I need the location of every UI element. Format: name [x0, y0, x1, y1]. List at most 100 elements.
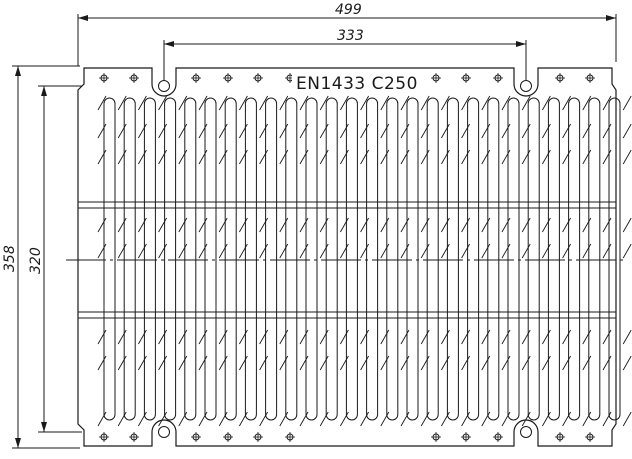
hatch-line: [239, 217, 248, 233]
hatch-line: [420, 411, 430, 427]
hatch-line: [178, 217, 188, 233]
hatch-line: [259, 149, 268, 165]
hatch-line: [299, 411, 309, 427]
dimension-inner-height: [38, 85, 82, 433]
hatch-line: [259, 243, 268, 259]
hatch-line: [542, 217, 551, 233]
hatch-line: [622, 217, 632, 233]
hatch-line: [299, 149, 309, 165]
hatch-line: [602, 243, 612, 259]
hatch-line: [239, 123, 248, 139]
hatch-line: [178, 243, 188, 259]
hatch-line: [279, 411, 289, 427]
hatch-line: [138, 123, 147, 139]
hatch-line: [259, 95, 268, 111]
hatch-line: [97, 217, 107, 233]
key-slot-holes: [158, 80, 532, 438]
hatch-line: [218, 411, 228, 427]
hatch-line: [198, 95, 208, 111]
hatch-line: [481, 123, 491, 139]
hatch-line: [259, 355, 268, 371]
hatch-line: [461, 355, 470, 371]
hatch-line: [340, 149, 349, 165]
hatch-line: [218, 329, 228, 345]
drainage-slot: [467, 97, 480, 421]
hatch-line: [562, 355, 571, 371]
hatch-line: [420, 123, 430, 139]
hatch-line: [360, 355, 369, 371]
hatch-line: [138, 95, 147, 111]
hatch-line: [420, 329, 430, 345]
hatch-line: [582, 329, 592, 345]
hatch-line: [319, 329, 329, 345]
hatch-line: [117, 411, 127, 427]
hatch-line: [461, 217, 470, 233]
drainage-slot: [184, 97, 197, 421]
hatch-line: [582, 217, 592, 233]
hatch-line: [380, 123, 390, 139]
drainage-slot: [123, 97, 136, 421]
hatch-line: [97, 95, 107, 111]
hatch-line: [279, 95, 289, 111]
hatch-line: [178, 329, 188, 345]
hatch-line: [158, 329, 167, 345]
drainage-slot: [204, 97, 217, 421]
hatch-line: [299, 217, 309, 233]
hatch-line: [441, 411, 450, 427]
hatch-line: [622, 123, 632, 139]
drainage-slot: [608, 97, 621, 421]
hatch-line: [239, 329, 248, 345]
hatch-line: [259, 329, 268, 345]
hatch-line: [622, 355, 632, 371]
hatch-line: [360, 217, 369, 233]
hatch-line: [198, 217, 208, 233]
hatch-line: [542, 243, 551, 259]
hatch-line: [542, 329, 551, 345]
hatch-line: [582, 149, 592, 165]
hatch-line: [582, 123, 592, 139]
dimension-slot-pitch: [163, 40, 527, 80]
hatch-line: [239, 411, 248, 427]
hatch-line: [521, 123, 531, 139]
hatch-line: [319, 149, 329, 165]
hatch-line: [218, 149, 228, 165]
hatch-line: [360, 149, 369, 165]
hatch-line: [198, 329, 208, 345]
hatch-line: [218, 243, 228, 259]
drainage-slot: [426, 97, 439, 421]
hatch-line: [602, 217, 612, 233]
hatch-line: [602, 411, 612, 427]
hatch-line: [521, 217, 531, 233]
hatch-line: [582, 243, 592, 259]
hatch-line: [97, 411, 107, 427]
hatch-line: [340, 123, 349, 139]
marking-label: EN1433 C250: [296, 74, 418, 94]
hatch-line: [319, 243, 329, 259]
hatch-line: [521, 329, 531, 345]
hatch-line: [562, 123, 571, 139]
hatch-line: [340, 355, 349, 371]
hatch-line: [259, 217, 268, 233]
hatch-line: [501, 355, 511, 371]
hatch-line: [117, 123, 127, 139]
hatch-line: [461, 329, 470, 345]
hatch-line: [441, 149, 450, 165]
hatch-line: [239, 243, 248, 259]
hatch-line: [239, 355, 248, 371]
hatch-line: [178, 411, 188, 427]
hatch-line: [441, 243, 450, 259]
hatch-line: [380, 95, 390, 111]
hatch-line: [158, 243, 167, 259]
hatch-line: [340, 217, 349, 233]
hatch-line: [138, 217, 147, 233]
hatch-line: [481, 149, 491, 165]
drainage-slot: [386, 97, 399, 421]
hatch-line: [198, 355, 208, 371]
hatch-line: [360, 411, 369, 427]
hatch-line: [158, 355, 167, 371]
hatch-line: [562, 329, 571, 345]
hatch-line: [461, 411, 470, 427]
grating-outline: [77, 67, 617, 447]
drainage-slot: [588, 97, 601, 421]
hatch-line: [400, 411, 410, 427]
